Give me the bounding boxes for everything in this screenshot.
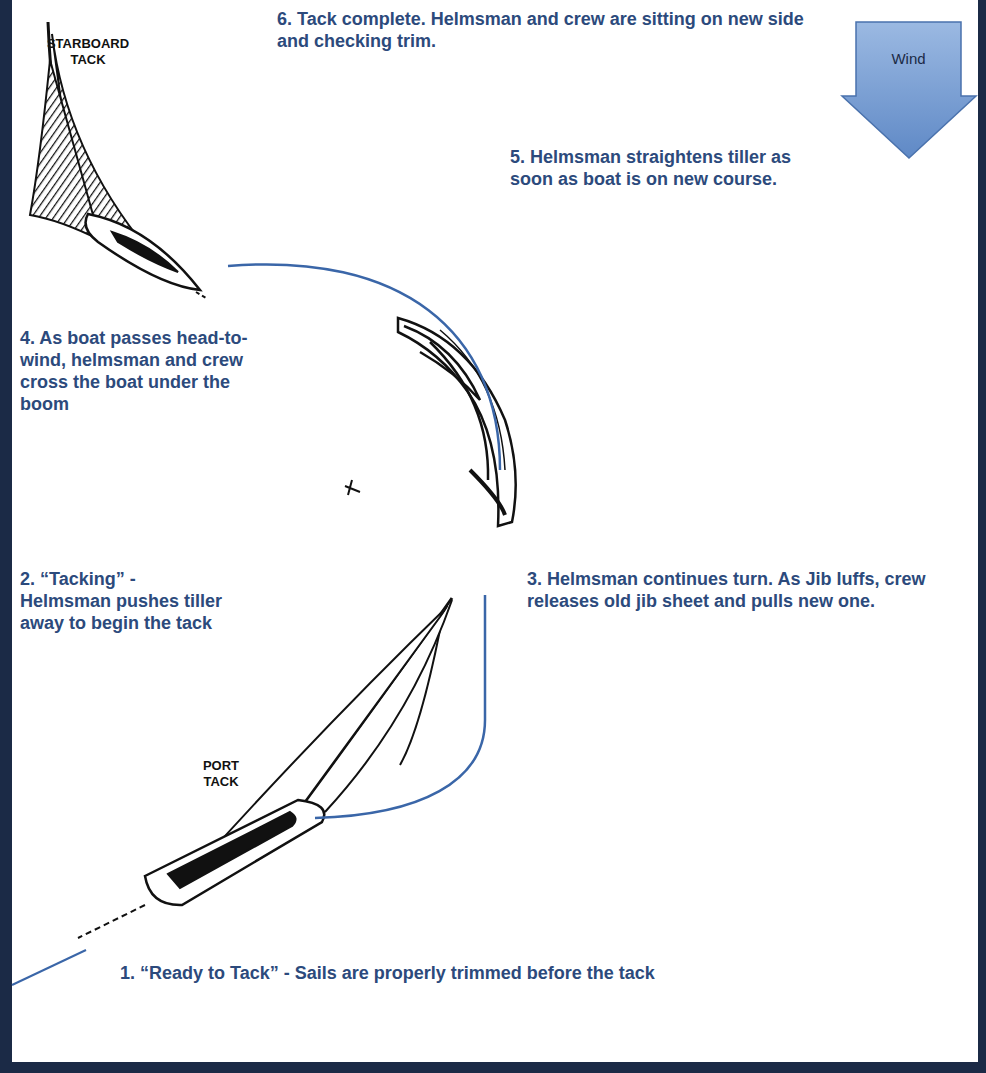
white-panel [12,0,978,1062]
step-note: 4. As boat passes head-to-wind, helmsman… [20,327,270,415]
turn-arc [315,595,485,818]
port-boat [78,598,452,938]
arrow-shape [840,20,978,160]
wind-label: Wind [856,50,961,67]
step-note: 6. Tack complete. Helmsman and crew are … [277,8,837,52]
step-note: 2. “Tacking” - Helmsman pushes tiller aw… [20,568,230,634]
wind-arrow: Wind [840,20,978,160]
boat-label: PORT TACK [196,758,246,790]
course-line [12,950,86,985]
step-note: 1. “Ready to Tack” - Sails are properly … [120,962,970,984]
step-note: 3. Helmsman continues turn. As Jib luffs… [527,568,972,612]
starboard-boat [30,22,206,298]
boat-label: STARBOARD TACK [42,36,134,68]
head-to-wind-boat [345,318,516,526]
step-note: 5. Helmsman straightens tiller as soon a… [510,146,810,190]
turn-arc [228,264,500,470]
